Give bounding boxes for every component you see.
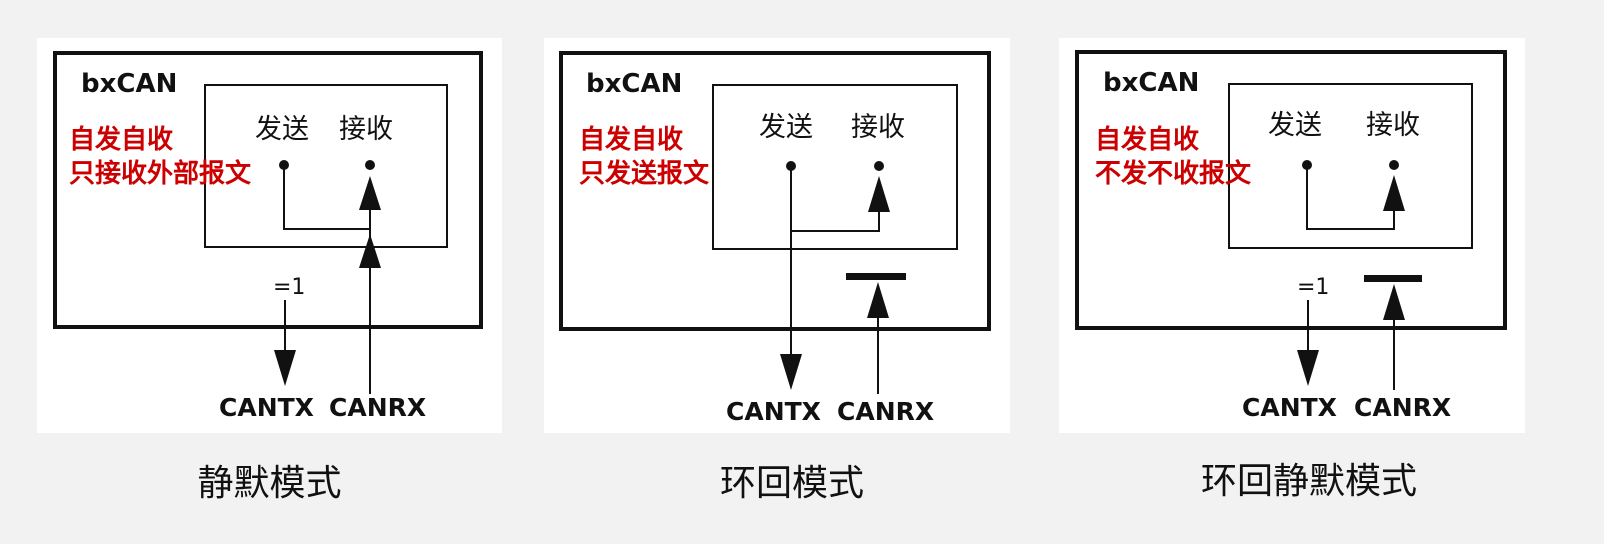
silent-mode-diagram: bxCAN 自发自收 只接收外部报文 发送 接收 =1 CANTX CANRX [53,51,483,422]
send-label: 发送 [759,112,813,143]
receive-node-dot [1389,160,1399,170]
canrx-arrowhead [867,282,889,318]
receive-label: 接收 [851,112,905,143]
receive-arrowhead-upper [359,176,381,210]
internal-loopback-line [791,210,880,232]
canrx-pin-label: CANRX [837,397,934,426]
loopback-silent-mode-caption: 环回静默模式 [1200,461,1417,502]
loopback-mode-diagram: bxCAN 自发自收 只发送报文 发送 接收 CANTX CANRX [559,51,991,426]
recessive-gate-label: =1 [273,275,305,300]
mode-note-line1: 自发自收 [1095,124,1199,155]
silent-mode-caption: 静默模式 [197,463,342,504]
mode-note-line2: 只发送报文 [579,158,710,189]
receive-arrowhead [868,176,890,212]
send-label: 发送 [255,114,309,145]
bxcan-outer-box [559,51,991,331]
mode-note-line2: 不发不收报文 [1095,158,1252,189]
loopback-silent-mode-diagram: bxCAN 自发自收 不发不收报文 发送 接收 =1 CANTX CANRX [1075,50,1507,422]
send-label: 发送 [1268,110,1322,141]
cantx-arrowhead [780,354,802,390]
silent-mode-panel: bxCAN 自发自收 只接收外部报文 发送 接收 =1 CANTX CANRX [37,38,502,433]
canrx-pin-label: CANRX [329,393,426,422]
mode-note-line1: 自发自收 [69,124,173,155]
internal-loopback-line [1306,165,1395,230]
bxcan-title: bxCAN [586,69,682,99]
canrx-arrowhead [1383,284,1405,320]
tx-rx-inner-box [204,84,448,248]
cantx-pin-label: CANTX [726,397,821,426]
mode-note-line2: 只接收外部报文 [69,158,252,189]
bxcan-title: bxCAN [1103,68,1199,98]
receive-arrowhead [1383,175,1405,211]
bxcan-outer-box [53,51,483,329]
receive-node-dot [365,160,375,170]
canrx-block-bar [1364,275,1422,282]
mode-note-line1: 自发自收 [579,124,683,155]
loopback-silent-mode-panel: bxCAN 自发自收 不发不收报文 发送 接收 =1 CANTX CANRX [1059,38,1525,433]
receive-arrowhead-lower [359,234,381,268]
bxcan-title: bxCAN [81,69,177,99]
recessive-gate-label: =1 [1297,275,1329,300]
receive-label: 接收 [339,114,393,145]
internal-loopback-line [283,165,370,230]
receive-label: 接收 [1366,110,1420,141]
canrx-block-bar [846,273,906,280]
tx-rx-inner-box [712,84,958,250]
cantx-arrowhead [274,350,296,386]
loopback-mode-caption: 环回模式 [719,463,864,504]
cantx-arrowhead [1297,350,1319,386]
receive-node-dot [874,161,884,171]
bxcan-outer-box [1075,50,1507,330]
loopback-mode-panel: bxCAN 自发自收 只发送报文 发送 接收 CANTX CANRX [544,38,1010,433]
canrx-pin-label: CANRX [1354,393,1451,422]
tx-rx-inner-box [1228,83,1473,249]
cantx-pin-label: CANTX [219,393,314,422]
cantx-pin-label: CANTX [1242,393,1337,422]
